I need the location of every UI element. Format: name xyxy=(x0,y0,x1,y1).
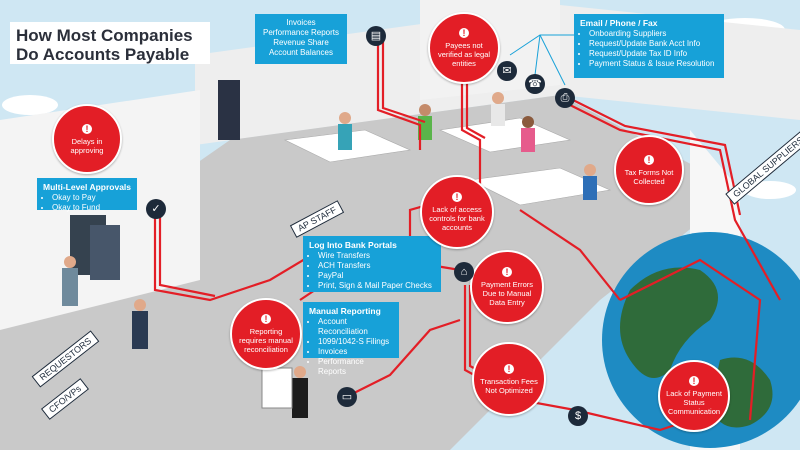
issue-transaction-fees-text: Transaction Fees Not Optimized xyxy=(480,376,538,395)
issue-delays-text: Delays in approving xyxy=(70,136,104,155)
phone-icon: ☎ xyxy=(525,74,545,94)
manual-reporting-item-3: Invoices xyxy=(318,347,393,357)
globe-land xyxy=(620,267,773,428)
reports-item-1: Invoices xyxy=(286,18,316,27)
issue-delays: ! Delays in approving xyxy=(52,104,122,174)
alert-icon: ! xyxy=(689,376,699,386)
manual-reporting-item-2: 1099/1042-S Filings xyxy=(318,337,393,347)
manual-reporting-heading: Manual Reporting xyxy=(309,306,381,316)
door xyxy=(218,80,240,140)
issue-tax-forms: ! Tax Forms Not Collected xyxy=(614,135,684,205)
document-icon: ▤ xyxy=(366,26,386,46)
bank-portals-item-2: ACH Transfers xyxy=(318,261,435,271)
title-line-1: How Most Companies xyxy=(16,26,193,45)
people xyxy=(62,92,597,418)
alert-icon: ! xyxy=(82,123,92,134)
alert-icon: ! xyxy=(459,28,469,38)
dollar-icon: $ xyxy=(568,406,588,426)
email-item-3: Request/Update Tax ID Info xyxy=(589,49,718,59)
email-box-heading: Email / Phone / Fax xyxy=(580,18,658,28)
reports-item-3: Revenue Share xyxy=(273,38,329,47)
issue-transaction-fees: ! Transaction Fees Not Optimized xyxy=(472,342,546,416)
bank-portals-box: Log Into Bank Portals Wire Transfers ACH… xyxy=(303,236,441,292)
issue-payees-text: Payees not verified as legal entities xyxy=(437,41,491,68)
bank-portals-heading: Log Into Bank Portals xyxy=(309,240,397,250)
approvals-item-1: Okay to Pay xyxy=(52,193,131,203)
email-item-4: Payment Status & Issue Resolution xyxy=(589,59,718,69)
issue-lack-status: ! Lack of Payment Status Communication xyxy=(658,360,730,432)
bank-portals-item-1: Wire Transfers xyxy=(318,251,435,261)
folder-icon: ▭ xyxy=(337,387,357,407)
email-phone-fax-box: Email / Phone / Fax Onboarding Suppliers… xyxy=(574,14,724,78)
issue-payees: ! Payees not verified as legal entities xyxy=(428,12,500,84)
filing-cabinet-2 xyxy=(90,225,120,280)
process-lines xyxy=(153,40,781,432)
bank-portals-item-3: PayPal xyxy=(318,271,435,281)
issue-lack-status-text: Lack of Payment Status Communication xyxy=(666,389,722,416)
issue-reporting: ! Reporting requires manual reconciliati… xyxy=(230,298,302,370)
issue-reporting-text: Reporting requires manual reconciliation xyxy=(239,327,293,354)
issue-payment-errors: ! Payment Errors Due to Manual Data Entr… xyxy=(470,250,544,324)
page-title: How Most Companies Do Accounts Payable xyxy=(10,22,210,64)
checkmark-icon: ✓ xyxy=(146,199,166,219)
title-line-2: Do Accounts Payable xyxy=(16,45,190,64)
reports-box: Invoices Performance Reports Revenue Sha… xyxy=(255,14,347,64)
approvals-item-2: Okay to Fund xyxy=(52,203,131,213)
issue-access-controls: ! Lack of access controls for bank accou… xyxy=(420,175,494,249)
alert-icon: ! xyxy=(644,154,654,165)
reports-item-4: Account Balances xyxy=(268,48,334,57)
fax-icon: ⎙ xyxy=(555,88,575,108)
issue-access-text: Lack of access controls for bank account… xyxy=(429,205,485,232)
bank-icon: ⌂ xyxy=(454,262,474,282)
manual-reporting-item-4: Performance Reports xyxy=(318,357,393,377)
multi-level-approvals-box: Multi-Level Approvals Okay to Pay Okay t… xyxy=(37,178,137,213)
manual-reporting-box: Manual Reporting Account Reconciliation … xyxy=(303,302,399,376)
reports-item-2: Performance Reports xyxy=(262,28,340,37)
alert-icon: ! xyxy=(261,314,271,324)
left-wall xyxy=(0,90,200,330)
alert-icon: ! xyxy=(452,192,462,202)
email-item-2: Request/Update Bank Acct Info xyxy=(589,39,718,49)
issue-payment-errors-text: Payment Errors Due to Manual Data Entry xyxy=(480,280,534,307)
envelope-icon: ✉ xyxy=(497,61,517,81)
issue-tax-forms-text: Tax Forms Not Collected xyxy=(624,167,674,186)
approvals-heading: Multi-Level Approvals xyxy=(43,182,132,192)
email-connectors xyxy=(509,34,575,86)
alert-icon: ! xyxy=(504,363,514,374)
bank-portals-item-4: Print, Sign & Mail Paper Checks xyxy=(318,281,435,291)
easel-chart xyxy=(261,367,293,409)
manual-reporting-item-1: Account Reconciliation xyxy=(318,317,393,337)
email-item-1: Onboarding Suppliers xyxy=(589,29,718,39)
alert-icon: ! xyxy=(502,267,512,277)
